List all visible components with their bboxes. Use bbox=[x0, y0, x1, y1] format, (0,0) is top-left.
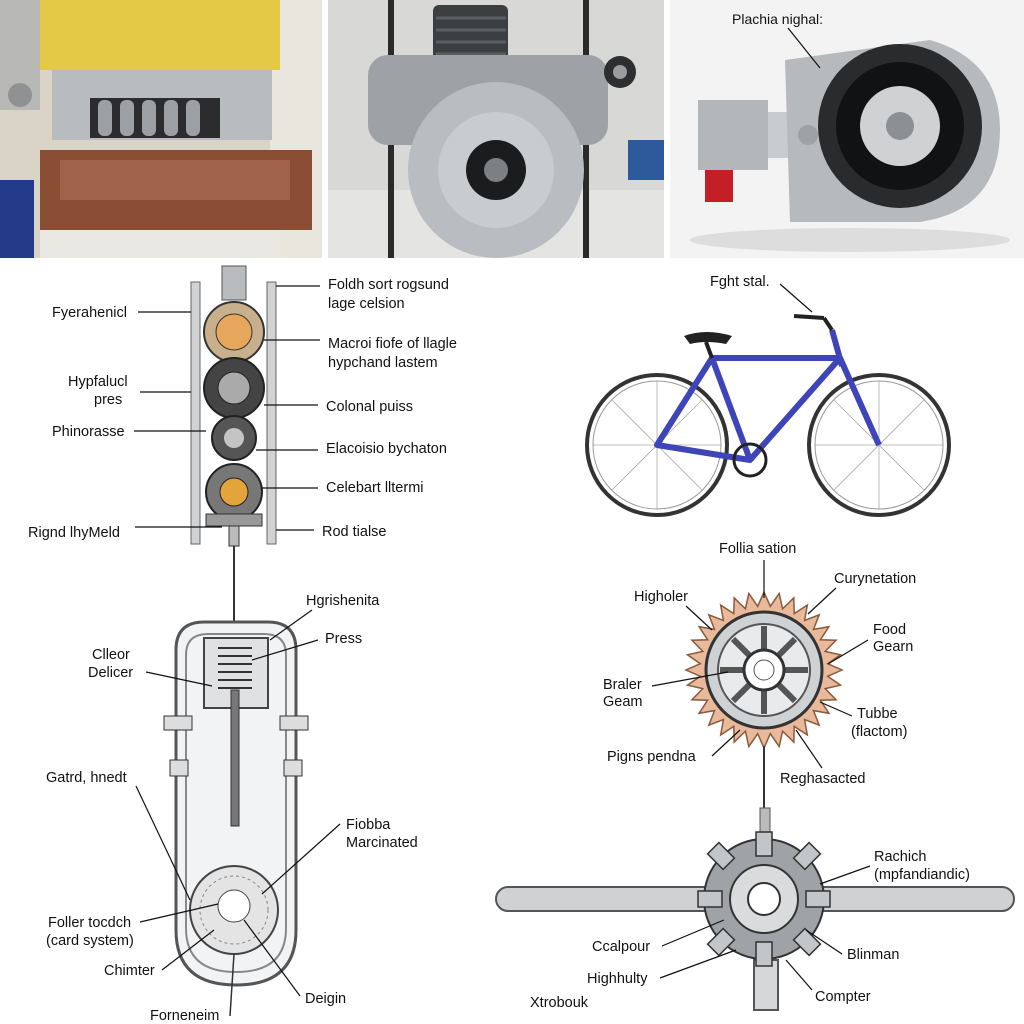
label-lage-celsion: lage celsion bbox=[328, 296, 405, 312]
chain-right-labels: Foldh sort rogsund lage celsion Macroi f… bbox=[256, 277, 457, 540]
label-rod-tialse: Rod tialse bbox=[322, 524, 386, 540]
label-curynetation: Curynetation bbox=[834, 571, 916, 587]
label-foldh-sort: Foldh sort rogsund bbox=[328, 277, 449, 293]
axle-hub bbox=[495, 807, 1015, 1011]
label-follia-sation: Follia sation bbox=[719, 541, 796, 557]
label-fght-stal: Fght stal. bbox=[710, 274, 770, 290]
wheel-photo-label: Plachia nighal: bbox=[732, 11, 823, 27]
label-rachich: Rachich bbox=[874, 849, 926, 865]
label-pres: pres bbox=[94, 392, 122, 408]
chain-left-labels: Fyerahenicl Hypfalucl pres Phinorasse Ri… bbox=[28, 305, 222, 541]
label-hypchand: hypchand lastem bbox=[328, 355, 438, 371]
label-gatrd-hnedt: Gatrd, hnedt bbox=[46, 770, 127, 786]
label-phinorasse: Phinorasse bbox=[52, 424, 125, 440]
label-clleor: Clleor bbox=[92, 647, 130, 663]
label-deigin: Deigin bbox=[305, 991, 346, 1007]
label-rignd-lhymeld: Rignd lhyMeld bbox=[28, 525, 120, 541]
label-press: Press bbox=[325, 631, 362, 647]
hub-labels: Rachich (mpfandiandic) Ccalpour Blinman … bbox=[530, 849, 970, 1011]
label-pigns-pendna: Pigns pendna bbox=[607, 749, 697, 765]
label-blinman: Blinman bbox=[847, 947, 899, 963]
bicycle: Fght stal. bbox=[585, 274, 951, 517]
label-forneneim: Forneneim bbox=[150, 1008, 219, 1024]
engine-photo bbox=[328, 0, 664, 258]
label-highhulty: Highhulty bbox=[587, 971, 648, 987]
label-compter: Compter bbox=[815, 989, 871, 1005]
gear-labels: Follia sation Curynetation Higholer Food… bbox=[603, 541, 916, 808]
label-marcinated: Marcinated bbox=[346, 835, 418, 851]
label-chimter: Chimter bbox=[104, 963, 155, 979]
label-mpfandiandic: (mpfandiandic) bbox=[874, 867, 970, 883]
label-macroi: Macroi fiofe of llagle bbox=[328, 336, 457, 352]
label-card-system: (card system) bbox=[46, 933, 134, 949]
label-fyerahenicl: Fyerahenicl bbox=[52, 305, 127, 321]
label-higholer: Higholer bbox=[634, 589, 688, 605]
label-reghasacted: Reghasacted bbox=[780, 771, 865, 787]
label-flactom: (flactom) bbox=[851, 724, 907, 740]
label-food: Food bbox=[873, 622, 906, 638]
press-labels: Hgrishenita Press Clleor Delicer Gatrd, … bbox=[46, 593, 418, 1024]
label-delicer: Delicer bbox=[88, 665, 133, 681]
spur-gear bbox=[684, 590, 844, 750]
label-braler: Braler bbox=[603, 677, 642, 693]
label-gearn: Gearn bbox=[873, 639, 913, 655]
label-hgrishenita: Hgrishenita bbox=[306, 593, 380, 609]
press-assembly bbox=[163, 620, 309, 1017]
label-elacoisio: Elacoisio bychaton bbox=[326, 441, 447, 457]
label-celebart: Celebart lltermi bbox=[326, 480, 424, 496]
label-foller-tocdch: Foller tocdch bbox=[48, 915, 131, 931]
label-xtrobouk: Xtrobouk bbox=[530, 995, 589, 1011]
label-colonal-puiss: Colonal puiss bbox=[326, 399, 413, 415]
gear-chain-column bbox=[190, 265, 277, 640]
label-geam: Geam bbox=[603, 694, 643, 710]
label-ccalpour: Ccalpour bbox=[592, 939, 650, 955]
label-fiobba: Fiobba bbox=[346, 817, 391, 833]
wheel-photo: Plachia nighal: bbox=[670, 0, 1024, 258]
press-photo bbox=[0, 0, 322, 258]
label-tubbe: Tubbe bbox=[857, 706, 898, 722]
label-hypfalucl: Hypfalucl bbox=[68, 374, 128, 390]
